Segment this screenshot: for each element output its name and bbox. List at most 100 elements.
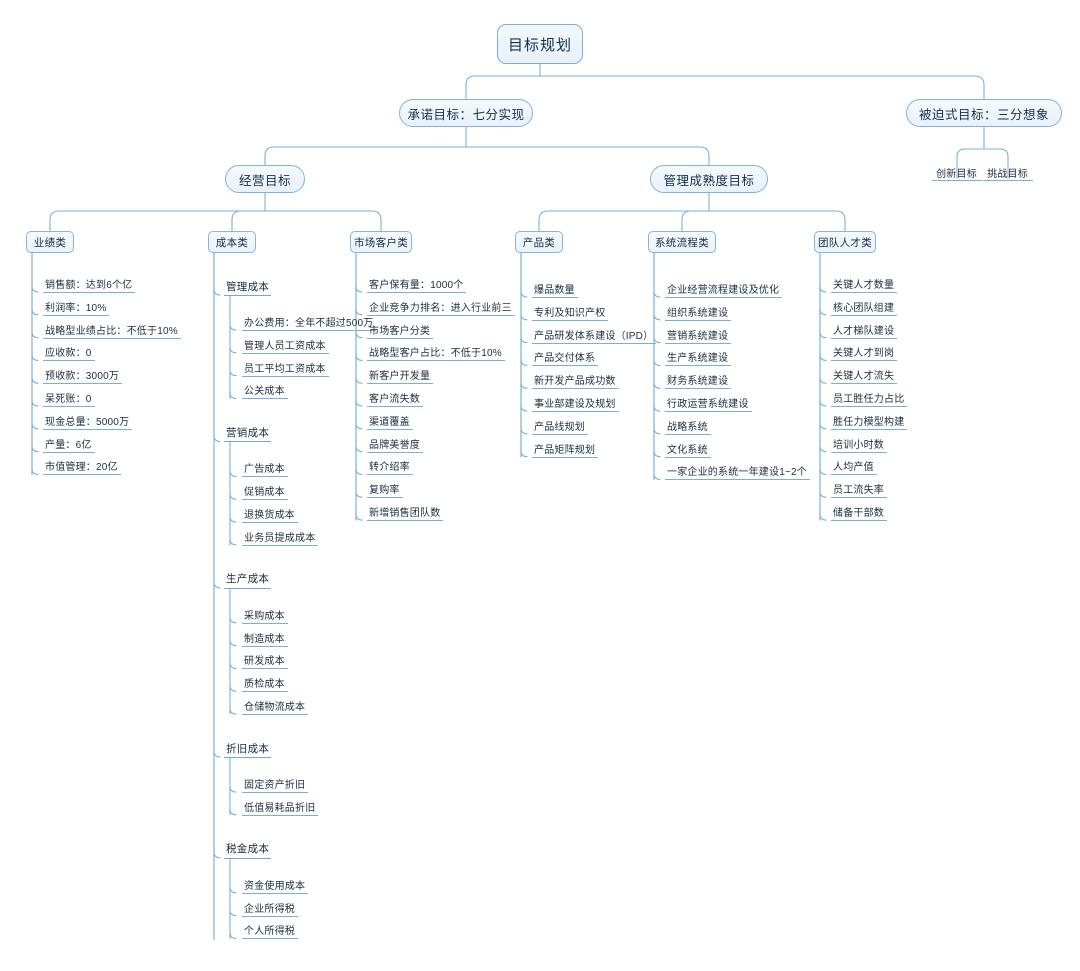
cost-item[interactable]: 企业所得税 bbox=[242, 900, 298, 917]
system-item[interactable]: 一家企业的系统一年建设1~2个 bbox=[665, 463, 810, 481]
cost-item-label: 资金使用成本 bbox=[244, 880, 306, 892]
cost-item[interactable]: 广告成本 bbox=[242, 460, 288, 478]
team-item[interactable]: 关键人才到岗 bbox=[831, 344, 898, 362]
system-item[interactable]: 营销系统建设 bbox=[665, 327, 732, 344]
market-item-label: 品牌美誉度 bbox=[369, 439, 420, 451]
performance-item[interactable]: 现金总量：5000万 bbox=[43, 413, 133, 430]
cost-item[interactable]: 个人所得税 bbox=[242, 922, 298, 940]
cost-item[interactable]: 办公费用：全年不超过500万 bbox=[242, 314, 377, 331]
product-item[interactable]: 产品矩阵规划 bbox=[532, 441, 599, 458]
market-item[interactable]: 企业竞争力排名：进入行业前三 bbox=[367, 299, 515, 316]
system-item[interactable]: 战略系统 bbox=[665, 418, 711, 435]
market-item[interactable]: 市场客户分类 bbox=[367, 322, 434, 339]
node-management-goal-label: 管理成熟度目标 bbox=[663, 173, 755, 188]
market-item-label: 新客户开发量 bbox=[369, 371, 431, 383]
system-item-label: 一家企业的系统一年建设1~2个 bbox=[667, 467, 807, 479]
node-forced-goal[interactable]: 被迫式目标：三分想象 bbox=[906, 99, 1062, 127]
market-item[interactable]: 客户保有量：1000个 bbox=[367, 276, 467, 293]
node-innovation-goal[interactable]: 创新目标 bbox=[932, 165, 982, 181]
cost-item[interactable]: 公关成本 bbox=[242, 382, 288, 400]
team-item[interactable]: 关键人才数量 bbox=[831, 276, 898, 293]
category-performance[interactable]: 业绩类 bbox=[26, 231, 74, 253]
performance-item[interactable]: 预收款：3000万 bbox=[43, 367, 123, 385]
product-item-label: 产品交付体系 bbox=[534, 353, 596, 365]
product-item[interactable]: 产品研发体系建设（IPD） bbox=[532, 327, 657, 344]
system-item[interactable]: 生产系统建设 bbox=[665, 349, 732, 367]
performance-item[interactable]: 市值管理：20亿 bbox=[43, 458, 121, 476]
performance-item[interactable]: 产量：6亿 bbox=[43, 436, 95, 453]
team-item-label: 人才梯队建设 bbox=[833, 325, 895, 337]
market-item[interactable]: 复购率 bbox=[367, 481, 403, 499]
category-system[interactable]: 系统流程类 bbox=[648, 231, 716, 253]
category-cost[interactable]: 成本类 bbox=[208, 231, 256, 253]
cost-item[interactable]: 质检成本 bbox=[242, 675, 288, 693]
node-business-goal[interactable]: 经营目标 bbox=[225, 165, 305, 193]
root-node[interactable]: 目标规划 bbox=[497, 24, 583, 64]
market-item[interactable]: 转介绍率 bbox=[367, 458, 413, 476]
system-item[interactable]: 文化系统 bbox=[665, 441, 711, 458]
cost-item[interactable]: 采购成本 bbox=[242, 607, 288, 624]
cost-item-label: 采购成本 bbox=[244, 610, 285, 622]
performance-item[interactable]: 呆死账：0 bbox=[43, 390, 95, 407]
market-item[interactable]: 渠道覆盖 bbox=[367, 413, 413, 430]
market-item-label: 战略型客户占比：不低于10% bbox=[369, 348, 502, 360]
system-item[interactable]: 组织系统建设 bbox=[665, 304, 732, 321]
product-item[interactable]: 产品交付体系 bbox=[532, 349, 599, 367]
team-item[interactable]: 员工胜任力占比 bbox=[831, 390, 908, 407]
team-item[interactable]: 人均产值 bbox=[831, 458, 877, 476]
market-item[interactable]: 客户流失数 bbox=[367, 390, 423, 407]
cost-group-header[interactable]: 生产成本 bbox=[224, 571, 272, 589]
market-item[interactable]: 新增销售团队数 bbox=[367, 504, 444, 521]
product-item[interactable]: 产品线规划 bbox=[532, 418, 588, 435]
team-item[interactable]: 人才梯队建设 bbox=[831, 322, 898, 339]
cost-item[interactable]: 管理人员工资成本 bbox=[242, 337, 329, 354]
cost-item[interactable]: 促销成本 bbox=[242, 483, 288, 501]
category-market-label: 市场客户类 bbox=[354, 236, 408, 249]
market-item[interactable]: 品牌美誉度 bbox=[367, 436, 423, 453]
node-management-goal[interactable]: 管理成熟度目标 bbox=[650, 165, 768, 193]
cost-group-header[interactable]: 折旧成本 bbox=[224, 740, 272, 758]
team-item[interactable]: 储备干部数 bbox=[831, 504, 887, 521]
product-item[interactable]: 爆品数量 bbox=[532, 281, 578, 298]
performance-item-label: 呆死账：0 bbox=[45, 394, 92, 405]
market-item[interactable]: 战略型客户占比：不低于10% bbox=[367, 344, 505, 362]
system-item[interactable]: 行政运营系统建设 bbox=[665, 395, 752, 412]
cost-item[interactable]: 固定资产折旧 bbox=[242, 776, 309, 793]
cost-item[interactable]: 业务员提成成本 bbox=[242, 529, 319, 546]
product-item[interactable]: 事业部建设及规划 bbox=[532, 395, 619, 412]
performance-item[interactable]: 利润率：10% bbox=[43, 299, 110, 316]
category-product[interactable]: 产品类 bbox=[515, 231, 563, 253]
team-item[interactable]: 核心团队组建 bbox=[831, 299, 898, 316]
cost-item[interactable]: 仓储物流成本 bbox=[242, 698, 309, 715]
product-item-label: 事业部建设及规划 bbox=[534, 399, 616, 410]
performance-item[interactable]: 战略型业绩占比：不低于10% bbox=[43, 322, 181, 339]
performance-item[interactable]: 销售额：达到6个亿 bbox=[43, 276, 136, 293]
team-item[interactable]: 关键人才流失 bbox=[831, 367, 898, 385]
cost-item[interactable]: 制造成本 bbox=[242, 630, 288, 647]
cost-group-header[interactable]: 税金成本 bbox=[224, 841, 272, 859]
market-item[interactable]: 新客户开发量 bbox=[367, 367, 434, 385]
team-item[interactable]: 培训小时数 bbox=[831, 436, 887, 453]
category-market[interactable]: 市场客户类 bbox=[350, 231, 412, 253]
cost-item[interactable]: 员工平均工资成本 bbox=[242, 360, 329, 377]
system-item[interactable]: 财务系统建设 bbox=[665, 372, 732, 390]
category-team[interactable]: 团队人才类 bbox=[814, 231, 876, 253]
cost-item[interactable]: 低值易耗品折旧 bbox=[242, 799, 319, 816]
team-item[interactable]: 员工流失率 bbox=[831, 481, 887, 499]
cost-item[interactable]: 资金使用成本 bbox=[242, 877, 309, 894]
cost-item-label: 仓储物流成本 bbox=[244, 702, 306, 713]
cost-item-label: 固定资产折旧 bbox=[244, 780, 306, 791]
product-item[interactable]: 专利及知识产权 bbox=[532, 304, 609, 321]
cost-item[interactable]: 研发成本 bbox=[242, 652, 288, 670]
cost-item-label: 企业所得税 bbox=[244, 903, 295, 915]
performance-item[interactable]: 应收款：0 bbox=[43, 344, 95, 362]
node-commit-goal[interactable]: 承诺目标：七分实现 bbox=[399, 99, 533, 127]
cost-item[interactable]: 退换货成本 bbox=[242, 506, 298, 523]
cost-group-header[interactable]: 管理成本 bbox=[224, 278, 272, 296]
team-item[interactable]: 胜任力模型构建 bbox=[831, 413, 908, 430]
market-item-label: 复购率 bbox=[369, 485, 400, 497]
node-challenge-goal[interactable]: 挑战目标 bbox=[983, 165, 1033, 181]
cost-group-header[interactable]: 营销成本 bbox=[224, 424, 272, 443]
product-item[interactable]: 新开发产品成功数 bbox=[532, 372, 619, 390]
system-item[interactable]: 企业经营流程建设及优化 bbox=[665, 281, 783, 298]
